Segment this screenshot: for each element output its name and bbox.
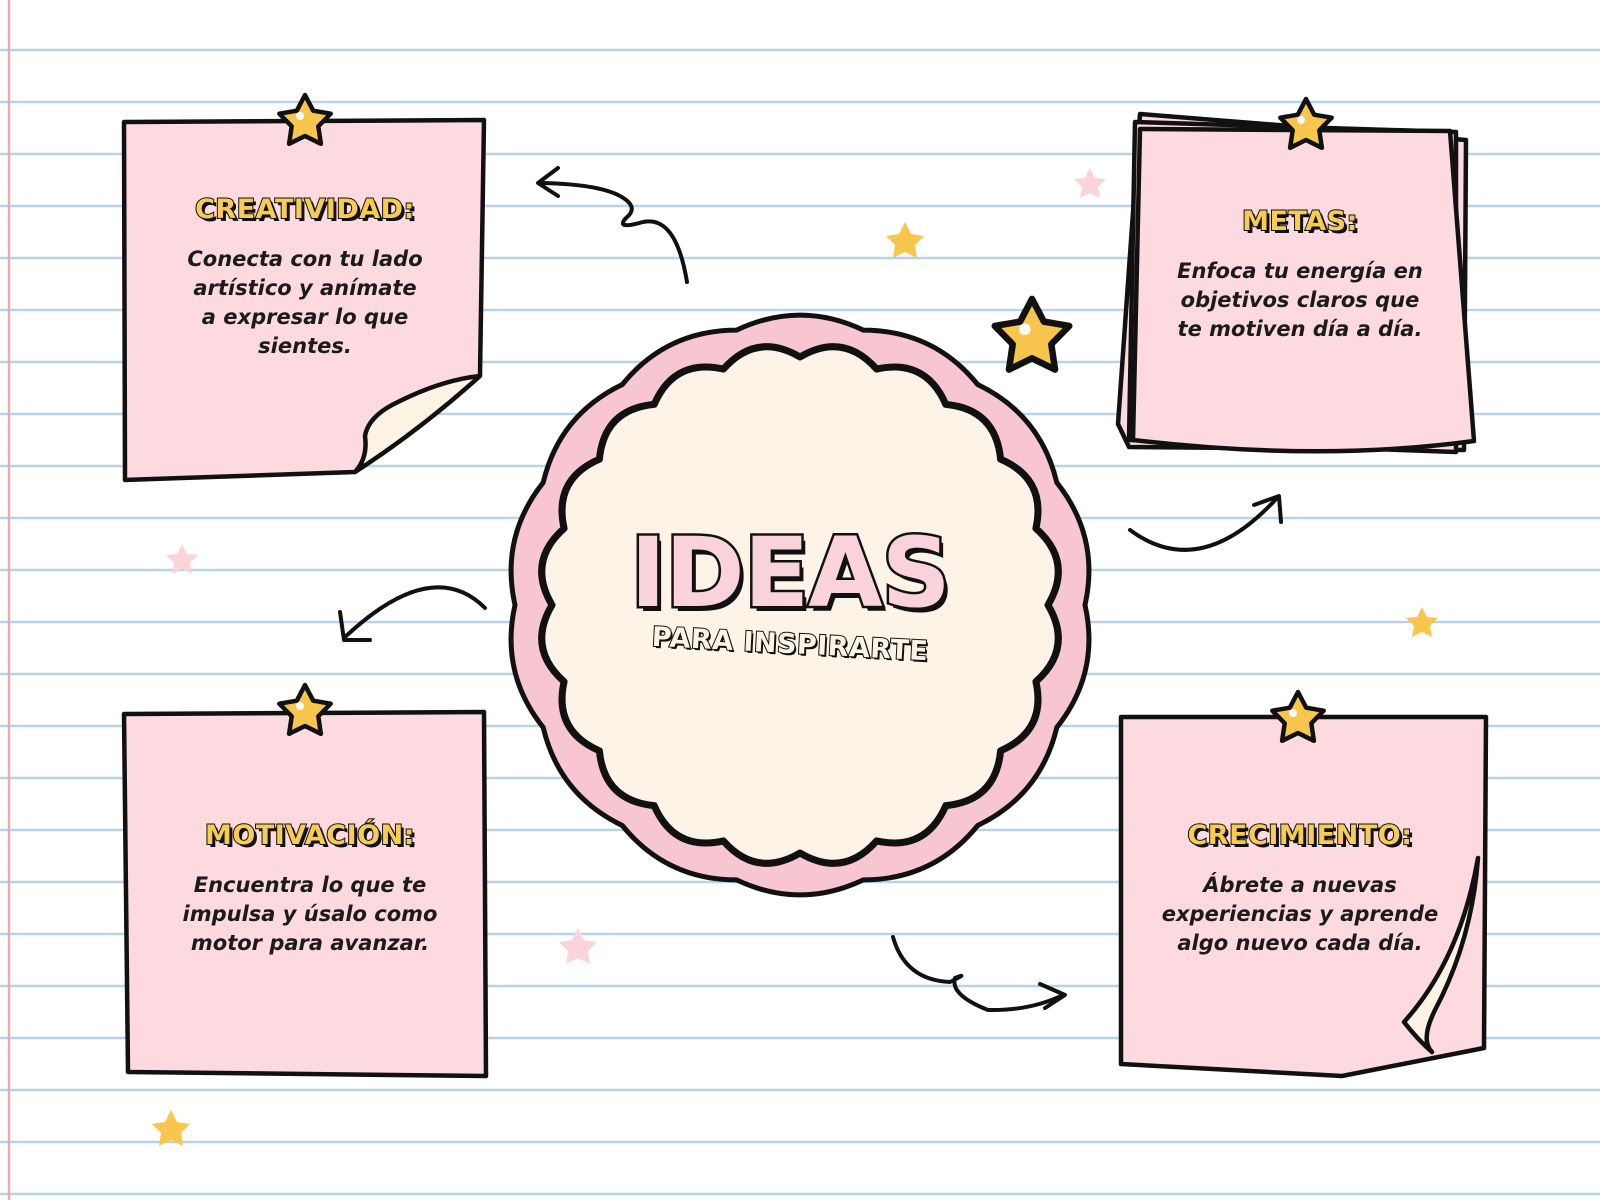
decorative-stars [152,168,1438,1146]
note-title: METAS: [1241,206,1358,237]
star-icon [1406,607,1438,637]
note-title: MOTIVACIÓN: [204,820,415,851]
note-title: CREATIVIDAD: [194,194,415,225]
note-metas-text: METAS: Enfoca tu energía en objetivos cl… [1140,206,1460,344]
note-motivacion-text: MOTIVACIÓN: Encuentra lo que te impulsa … [140,820,480,958]
note-body: Encuentra lo que te impulsa y úsalo como… [182,873,438,955]
note-body: Conecta con tu lado artístico y anímate … [187,247,423,358]
star-pin-icon [991,295,1073,373]
note-motivacion [121,709,489,1079]
arrow-icon [536,166,689,284]
star-icon [559,928,597,964]
cloud-inner-bubble [538,343,1062,867]
center-title-block: IDEAS PARA INSPIRARTE [620,517,960,669]
corner-curl-icon [352,373,483,475]
note-title: CRECIMIENTO: [1186,820,1413,851]
star-pin-icon [277,92,333,147]
star-icon [152,1110,190,1146]
page-title: IDEAS [628,517,953,629]
note-metas [1115,111,1477,455]
star-pin-icon [1270,689,1326,744]
note-crecimiento-text: CRECIMIENTO: Ábrete a nuevas experiencia… [1130,820,1470,958]
note-body: Ábrete a nuevas experiencias y aprende a… [1161,873,1439,955]
star-icon [166,544,198,574]
arrow-icon [338,585,487,642]
star-pin-icon [277,682,333,737]
arrow-icon [1128,494,1283,552]
star-icon [1074,168,1106,198]
star-pin-icon [1278,96,1334,151]
note-crecimiento [1118,714,1489,1079]
star-icon [886,222,924,258]
note-creatividad-text: CREATIVIDAD: Conecta con tu lado artísti… [140,194,470,361]
corner-curl-icon [1401,855,1481,1055]
note-body: Enfoca tu energía en objetivos claros qu… [1177,259,1423,341]
center-cloud [508,312,1092,898]
arrow-icon [891,935,1067,1013]
star-pins [277,92,1334,744]
arrows [338,166,1283,1013]
note-creatividad [121,117,487,483]
